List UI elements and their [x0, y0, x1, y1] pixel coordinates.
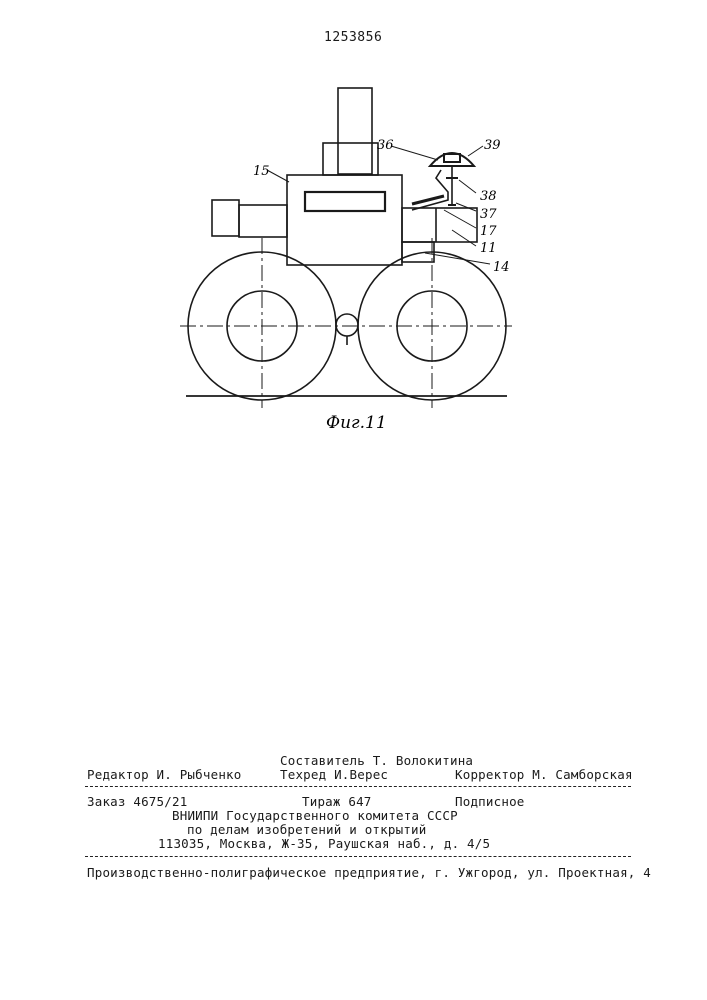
ref-37: 37 [480, 207, 497, 222]
divider-rule [85, 786, 631, 787]
org-line1: ВНИИПИ Государственного комитета СССР [172, 808, 458, 823]
org-line2: по делам изобретений и открытий [187, 822, 427, 837]
figure-caption: Фиг.11 [326, 413, 387, 433]
editor: Редактор И. Рыбченко [87, 767, 242, 782]
subscription: Подписное [455, 794, 525, 809]
right-box-11 [402, 208, 477, 242]
order: Заказ 4675/21 [87, 794, 187, 809]
address: 113035, Москва, Ж-35, Раушская наб., д. … [158, 836, 490, 851]
left-shaft-inner [212, 200, 239, 236]
ref-38: 38 [480, 189, 497, 204]
corrector: Корректор М. Самборская [455, 767, 633, 782]
ref-36: 36 [377, 138, 394, 153]
circulation: Тираж 647 [302, 794, 372, 809]
mast [338, 88, 372, 174]
center-axle [336, 314, 358, 336]
body-window [305, 192, 385, 211]
ref-11: 11 [480, 241, 497, 256]
figure-11-drawing: 15 36 39 38 37 17 11 14 Фиг.11 [0, 0, 707, 440]
ref-14: 14 [493, 260, 510, 275]
compiler: Составитель Т. Волокитина [280, 753, 473, 768]
ref-39: 39 [484, 138, 501, 153]
techred: Техред И.Верес [280, 767, 388, 782]
body-block [287, 175, 402, 265]
printer: Производственно-полиграфическое предприя… [87, 865, 651, 880]
ref-15: 15 [253, 164, 270, 179]
divider-rule [85, 856, 631, 857]
left-shaft-outer [239, 205, 287, 237]
mast-base [323, 143, 378, 175]
ref-17: 17 [480, 224, 497, 239]
